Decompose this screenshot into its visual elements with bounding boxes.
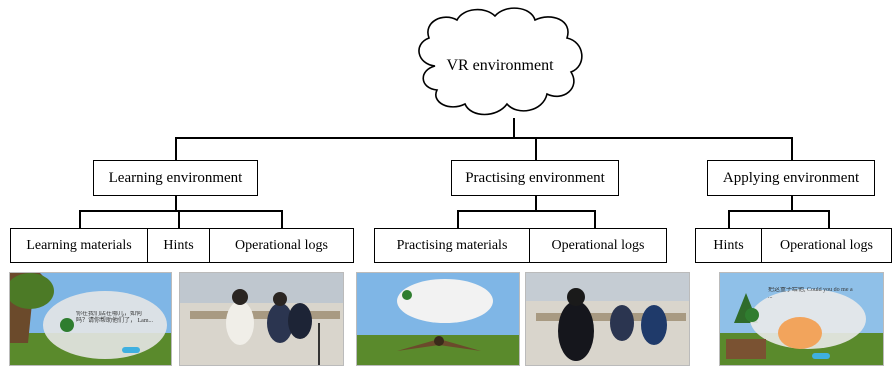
- connector-applying-bar: [728, 210, 829, 212]
- learning-bubble-text: 你在我们店在哪儿，如何 吗？请你帮助他们了， Lam...: [76, 311, 153, 324]
- connector-learning-bar: [79, 210, 282, 212]
- connector-learning-1: [79, 210, 81, 228]
- applying-hints-box: Hints: [695, 228, 762, 263]
- connector-drop-applying: [791, 137, 793, 160]
- practising-environment-box: Practising environment: [451, 160, 619, 196]
- connector-practising-stem: [535, 196, 537, 211]
- connector-applying-1: [728, 210, 730, 228]
- applying-bubble-text: 把这盒子给他, Could you do me a ...: [768, 287, 853, 300]
- connector-learning-2: [178, 210, 180, 228]
- practising-classroom-photo: [525, 272, 690, 366]
- learning-materials-box: Learning materials: [10, 228, 148, 263]
- applying-operational-logs-box: Operational logs: [761, 228, 892, 263]
- connector-practising-2: [594, 210, 596, 228]
- learning-hints-box: Hints: [147, 228, 210, 263]
- applying-vr-screenshot: 把这盒子给他, Could you do me a ...: [719, 272, 884, 366]
- connector-applying-stem: [791, 196, 793, 211]
- connector-drop-practising: [535, 137, 537, 160]
- learning-operational-logs-box: Operational logs: [209, 228, 354, 263]
- connector-learning-stem: [175, 196, 177, 211]
- root-label: VR environment: [446, 57, 554, 74]
- learning-vr-screenshot: 你在我们店在哪儿，如何 吗？请你帮助他们了， Lam...: [9, 272, 172, 366]
- applying-environment-box: Applying environment: [707, 160, 875, 196]
- connector-top-bar: [175, 137, 791, 139]
- connector-practising-bar: [457, 210, 595, 212]
- learning-classroom-photo: [179, 272, 344, 366]
- practising-materials-box: Practising materials: [374, 228, 530, 263]
- connector-root: [513, 118, 515, 138]
- cloud-shape: [418, 7, 583, 116]
- connector-learning-3: [281, 210, 283, 228]
- learning-environment-box: Learning environment: [93, 160, 258, 196]
- connector-drop-learning: [175, 137, 177, 160]
- practising-operational-logs-box: Operational logs: [529, 228, 667, 263]
- practising-vr-screenshot: [356, 272, 520, 366]
- connector-practising-1: [457, 210, 459, 228]
- connector-applying-2: [828, 210, 830, 228]
